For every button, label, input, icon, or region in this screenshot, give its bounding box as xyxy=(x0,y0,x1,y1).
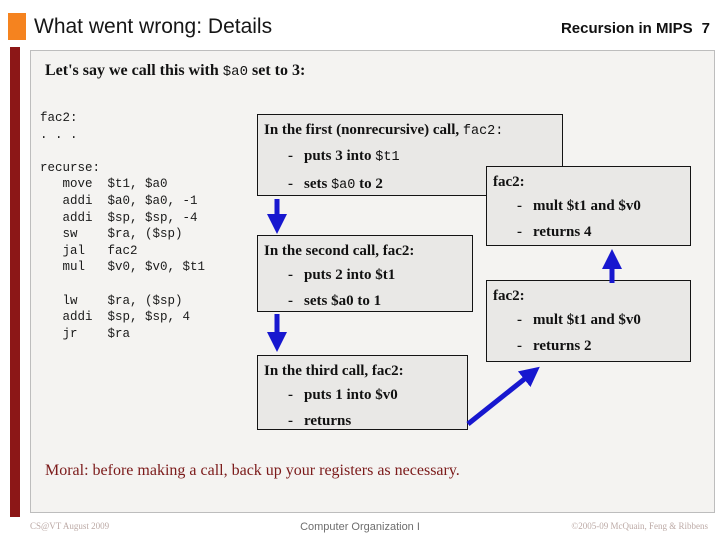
bullet-item: -returns 4 xyxy=(487,219,690,245)
bullet-text: puts 2 into $t1 xyxy=(304,267,396,283)
bullet-text-post: to 2 xyxy=(355,176,383,192)
callbox-title: In the second call, fac2: xyxy=(264,243,415,259)
bullet-register: $a0 xyxy=(331,178,356,193)
bullet-dash: - xyxy=(288,148,293,164)
callbox-return-2: fac2: -mult $t1 and $v0 -returns 2 xyxy=(486,280,691,362)
bullet-item: -returns 2 xyxy=(487,333,690,359)
footer-center: Computer Organization I xyxy=(300,521,420,533)
bullet-item: -puts 1 into $v0 xyxy=(258,382,467,408)
section-name: Recursion in MIPS xyxy=(560,20,693,37)
bullet-text: puts 3 into xyxy=(304,148,376,164)
bullet-text: returns xyxy=(304,413,352,429)
callbox-title: fac2: xyxy=(493,288,525,304)
callbox-second-call: In the second call, fac2: -puts 2 into $… xyxy=(257,235,473,312)
bullet-item: -sets $a0 to 1 xyxy=(258,288,472,314)
section-label: Recursion in MIPS 7 xyxy=(561,20,710,37)
bullet-dash: - xyxy=(288,387,293,403)
bullet-item: -returns xyxy=(258,408,467,434)
bullet-dash: - xyxy=(288,293,293,309)
callbox-title: In the third call, fac2: xyxy=(264,363,404,379)
intro-text-pre: Let's say we call this with xyxy=(45,62,223,79)
page-title: What went wrong: Details xyxy=(34,15,273,38)
bullet-dash: - xyxy=(288,413,293,429)
bullet-text: mult $t1 and $v0 xyxy=(533,312,641,328)
bullet-dash: - xyxy=(517,198,522,214)
bullet-text: puts 1 into $v0 xyxy=(304,387,398,403)
bullet-item: -sets $a0 to 2 xyxy=(258,171,562,199)
moral-line: Moral: before making a call, back up you… xyxy=(45,462,460,479)
callbox-title-text: In the first (nonrecursive) call, xyxy=(264,122,463,138)
bullet-dash: - xyxy=(517,338,522,354)
callbox-title: fac2: xyxy=(493,174,525,190)
callbox-title-label: fac2: xyxy=(462,124,504,139)
footer-right: ©2005-09 McQuain, Feng & Ribbens xyxy=(571,521,708,531)
bullet-item: -puts 2 into $t1 xyxy=(258,262,472,288)
callbox-title: In the first (nonrecursive) call, fac2: xyxy=(258,115,562,143)
bullet-dash: - xyxy=(517,224,522,240)
bullet-item: -mult $t1 and $v0 xyxy=(487,307,690,333)
intro-line: Let's say we call this with $a0 set to 3… xyxy=(45,62,305,80)
bullet-text: sets xyxy=(304,176,332,192)
bullet-text: returns 4 xyxy=(533,224,592,240)
bullet-dash: - xyxy=(288,267,293,283)
accent-orange-square xyxy=(8,13,26,40)
callbox-third-call: In the third call, fac2: -puts 1 into $v… xyxy=(257,355,468,430)
bullet-register: $t1 xyxy=(375,150,400,165)
page-number: 7 xyxy=(701,20,710,37)
callbox-first-call: In the first (nonrecursive) call, fac2: … xyxy=(257,114,563,196)
callbox-return-4: fac2: -mult $t1 and $v0 -returns 4 xyxy=(486,166,691,246)
accent-maroon-bar xyxy=(10,47,20,517)
bullet-text: sets $a0 to 1 xyxy=(304,293,382,309)
bullet-text: returns 2 xyxy=(533,338,592,354)
intro-register: $a0 xyxy=(222,64,248,80)
bullet-dash: - xyxy=(517,312,522,328)
bullet-item: -puts 3 into $t1 xyxy=(258,143,562,171)
bullet-dash: - xyxy=(288,176,293,192)
intro-text-post: set to 3: xyxy=(248,62,306,79)
footer-left: CS@VT August 2009 xyxy=(30,521,110,531)
code-listing: fac2: . . . recurse: move $t1, $a0 addi … xyxy=(40,111,206,341)
bullet-text: mult $t1 and $v0 xyxy=(533,198,641,214)
bullet-item: -mult $t1 and $v0 xyxy=(487,193,690,219)
